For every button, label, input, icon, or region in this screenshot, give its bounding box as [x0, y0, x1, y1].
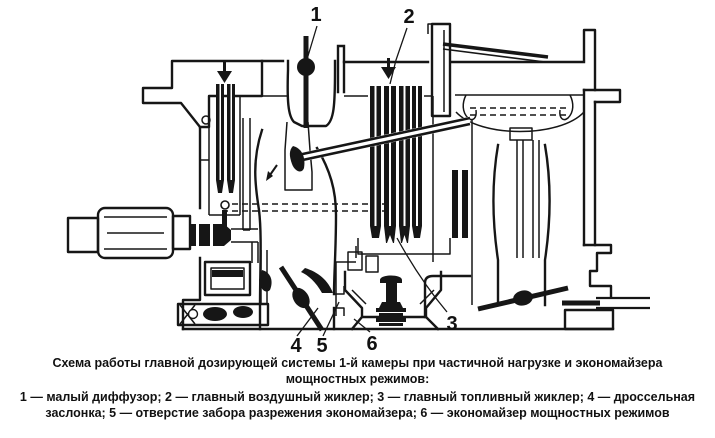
throttle-valve-1 — [278, 265, 325, 332]
flow-arrow-icon — [266, 164, 278, 181]
throttle-valve-2 — [477, 285, 650, 331]
callout-2-label: 2 — [403, 6, 414, 28]
down-arrow-icon — [217, 62, 232, 83]
callout-4-label: 4 — [290, 335, 302, 352]
idle-jet-tubes — [216, 84, 235, 230]
caption-legend: 1 — малый диффузор; 2 — главный воздушны… — [19, 390, 696, 420]
discharge-tube — [289, 116, 471, 172]
main-jet-cluster — [370, 86, 468, 243]
callout-leaders — [296, 25, 448, 337]
small-diffuser-rod — [297, 36, 315, 128]
economizer-actuator — [66, 206, 259, 263]
down-arrow-icon — [381, 58, 396, 79]
fuel-level-dashes — [470, 107, 570, 116]
emulsion-well-fuel-level — [222, 203, 392, 212]
callout-6-label: 6 — [366, 333, 377, 352]
callout-5-label: 5 — [316, 335, 327, 352]
carburetor-diagram: 1 2 3 4 5 6 — [66, 4, 650, 352]
callout-1-label: 1 — [310, 4, 321, 26]
figure-caption: Схема работы главной дозирующей системы … — [0, 352, 715, 421]
callout-3-label: 3 — [446, 313, 457, 335]
air-flow-arrows — [217, 58, 396, 181]
accelerator-pump — [176, 250, 333, 327]
caption-title: Схема работы главной дозирующей системы … — [52, 356, 663, 386]
carburetor-body — [141, 22, 622, 331]
carburetor-schematic-svg: 1 2 3 4 5 6 — [66, 4, 650, 352]
